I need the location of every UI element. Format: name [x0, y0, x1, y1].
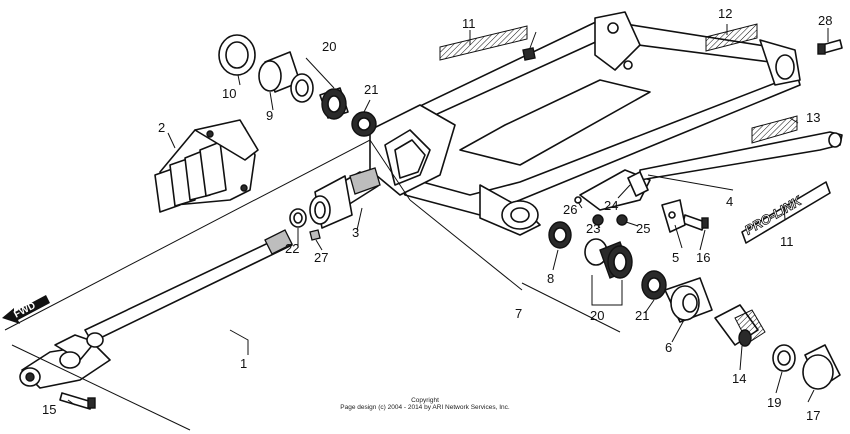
- drive-shaft: [19, 229, 293, 389]
- callout-23: 23: [586, 221, 600, 236]
- callout-3: 3: [352, 225, 359, 240]
- pivot-bearings-right: [548, 221, 841, 390]
- callout-11-top: 11: [462, 16, 476, 31]
- callout-14: 14: [732, 371, 746, 386]
- copyright-line: Page design (c) 2004 - 2014 by ARI Netwo…: [340, 404, 510, 411]
- callout-1: 1: [240, 356, 247, 371]
- dust-boot: [154, 119, 259, 213]
- callout-11-bottom: 11: [780, 234, 794, 249]
- copyright-title: Copyright: [411, 397, 439, 404]
- callout-26: 26: [563, 202, 577, 217]
- callout-numbers: 1 2 3 4 5 6 7 8 9 10 11 12 13 14 15 16 1…: [42, 6, 832, 423]
- forward-arrow: FWD: [2, 295, 50, 324]
- callout-6: 6: [665, 340, 672, 355]
- callout-20-bottom: 20: [590, 308, 604, 323]
- callout-28: 28: [818, 13, 832, 28]
- callout-20-top: 20: [322, 39, 336, 54]
- callout-25: 25: [636, 221, 650, 236]
- coupling-parts: [289, 167, 381, 241]
- callout-16: 16: [696, 250, 710, 265]
- callout-5: 5: [672, 250, 679, 265]
- callout-12: 12: [718, 6, 732, 21]
- callout-24: 24: [604, 198, 618, 213]
- swingarm-body: [369, 11, 843, 236]
- callout-22: 22: [285, 241, 299, 256]
- leader-lines: [4, 24, 829, 431]
- callout-4: 4: [726, 194, 733, 209]
- callout-15: 15: [42, 402, 56, 417]
- pro-link-decal: PRO-LINK: [742, 192, 805, 237]
- callout-17: 17: [806, 408, 820, 423]
- pivot-bearings-left: [218, 34, 377, 137]
- callout-19: 19: [767, 395, 781, 410]
- hardware: [59, 39, 843, 410]
- callout-8: 8: [547, 271, 554, 286]
- callout-21-bottom: 21: [635, 308, 649, 323]
- callout-27: 27: [314, 250, 328, 265]
- callout-21-top: 21: [364, 82, 378, 97]
- callout-13: 13: [806, 110, 820, 125]
- callout-7: 7: [515, 306, 522, 321]
- fwd-label: FWD: [12, 300, 37, 320]
- callout-9: 9: [266, 108, 273, 123]
- callout-10: 10: [222, 86, 236, 101]
- callout-2: 2: [158, 120, 165, 135]
